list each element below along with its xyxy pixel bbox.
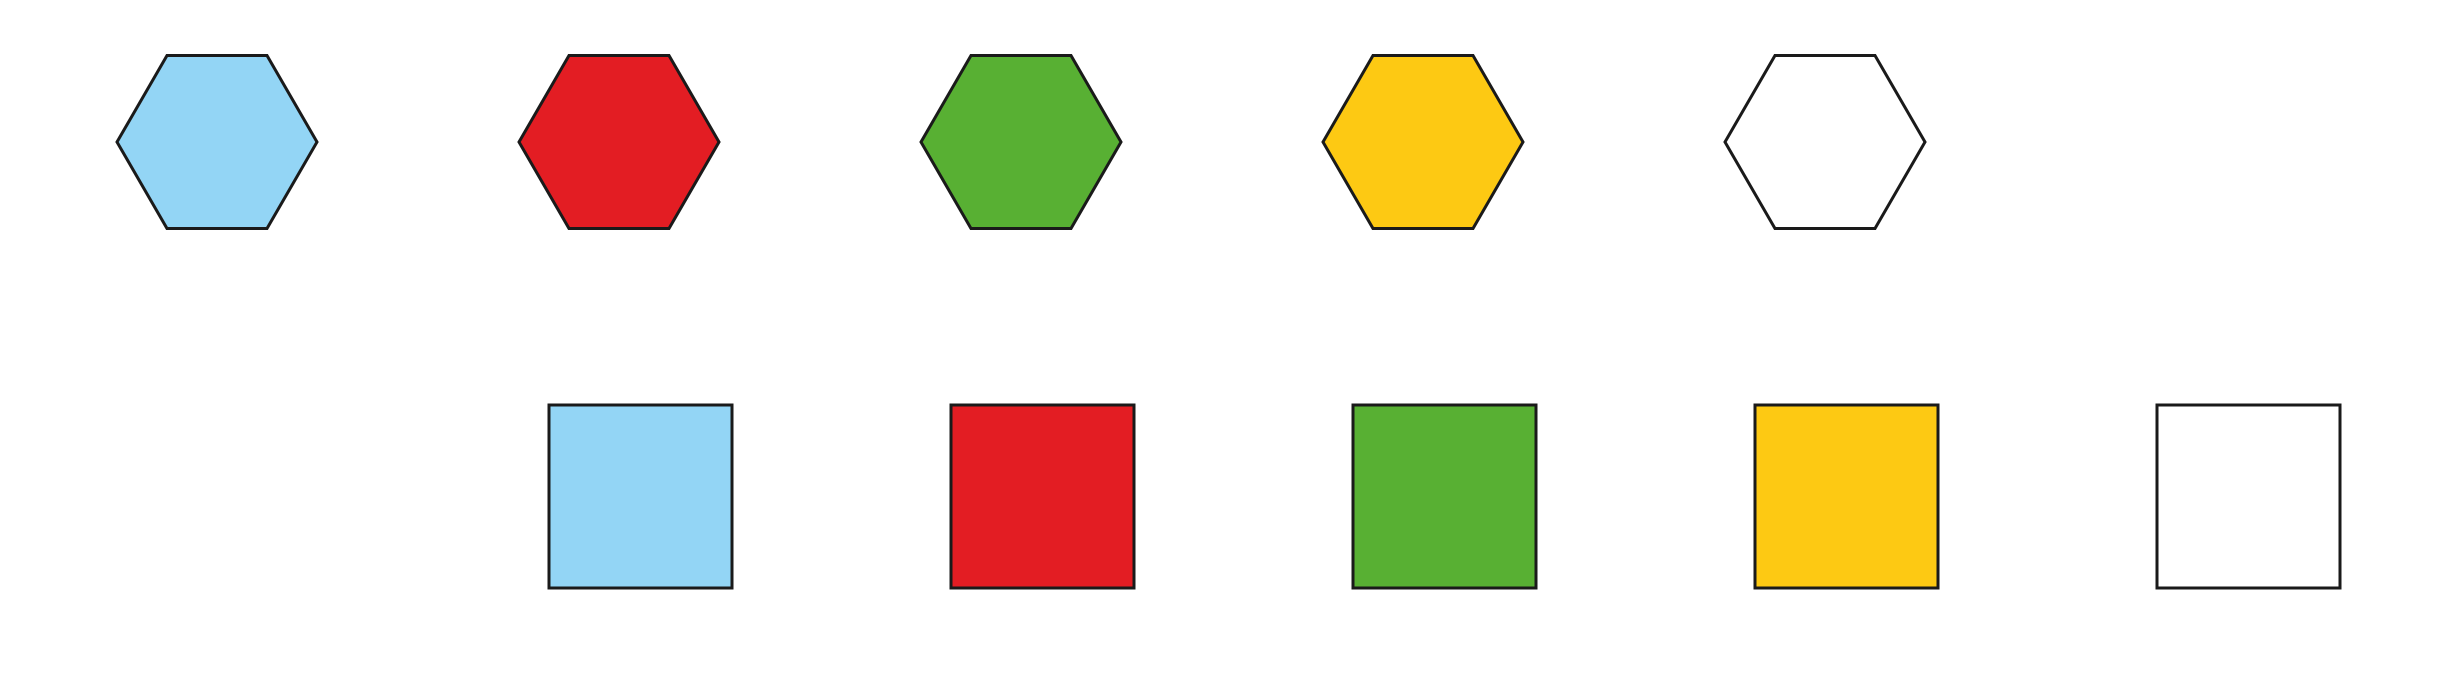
- square-2: [949, 403, 1136, 590]
- square-4: [1753, 403, 1940, 590]
- hexagon-5: [1723, 54, 1927, 230]
- hexagon-2: [517, 54, 721, 230]
- hexagon-1: [115, 54, 319, 230]
- square-1: [547, 403, 734, 590]
- square-3: [1351, 403, 1538, 590]
- square-5: [2155, 403, 2342, 590]
- square-row: [547, 403, 2342, 590]
- hexagon-3: [919, 54, 1123, 230]
- hexagon-row: [115, 54, 1927, 230]
- hexagon-4: [1321, 54, 1525, 230]
